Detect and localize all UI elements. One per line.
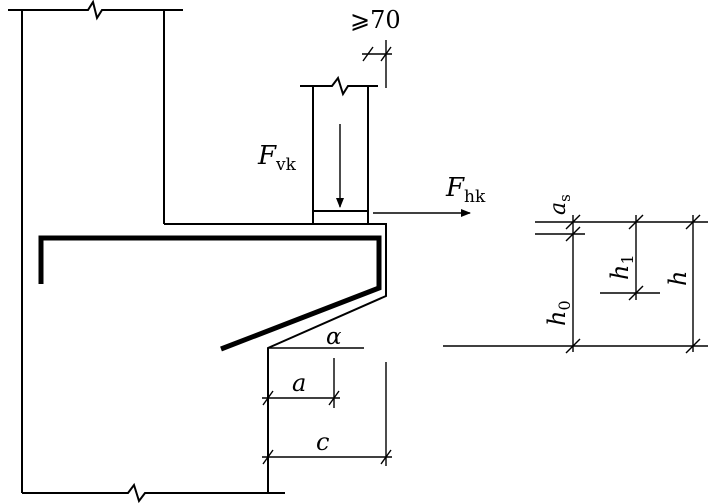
- dim-c-tick-left: [262, 449, 274, 465]
- column-bottom-break-line: [22, 482, 285, 504]
- dim-h0-tick-bottom: [565, 338, 581, 354]
- fvk-label: Fvk: [257, 141, 297, 175]
- dim-h1-tick-bottom: [628, 285, 644, 301]
- dim-h1-tick-top: [628, 214, 644, 230]
- dim-h1-label: h1: [606, 254, 637, 280]
- dim-h-tick-top: [685, 214, 701, 230]
- corbel-outline: [164, 223, 387, 493]
- top-tension-rebar: [38, 235, 382, 352]
- upper-member-break-line: [300, 75, 378, 97]
- dim-c-tick-right: [380, 449, 392, 465]
- dim-a-tick-left: [262, 390, 274, 406]
- fhk-label: Fhk: [445, 173, 486, 207]
- dim-a-tick-right: [328, 390, 340, 406]
- dim-h0-label: h0: [543, 300, 574, 326]
- bearing-plate: [312, 210, 369, 225]
- dim-as-label: as: [546, 194, 574, 215]
- dim-c-label: c: [316, 428, 329, 456]
- dim-as-tick-top: [565, 214, 581, 230]
- alpha-label: α: [326, 324, 342, 350]
- dim70-tick-left: [362, 46, 374, 62]
- column-top-break-line: [8, 0, 183, 21]
- dim70-tick-right: [380, 46, 392, 62]
- dim-a-label: a: [292, 369, 306, 397]
- dim-h-label: h: [664, 271, 692, 286]
- dim-as-tick-bottom: [565, 226, 581, 242]
- dim-h-tick-bottom: [685, 338, 701, 354]
- dim70-label: ⩾70: [350, 6, 401, 34]
